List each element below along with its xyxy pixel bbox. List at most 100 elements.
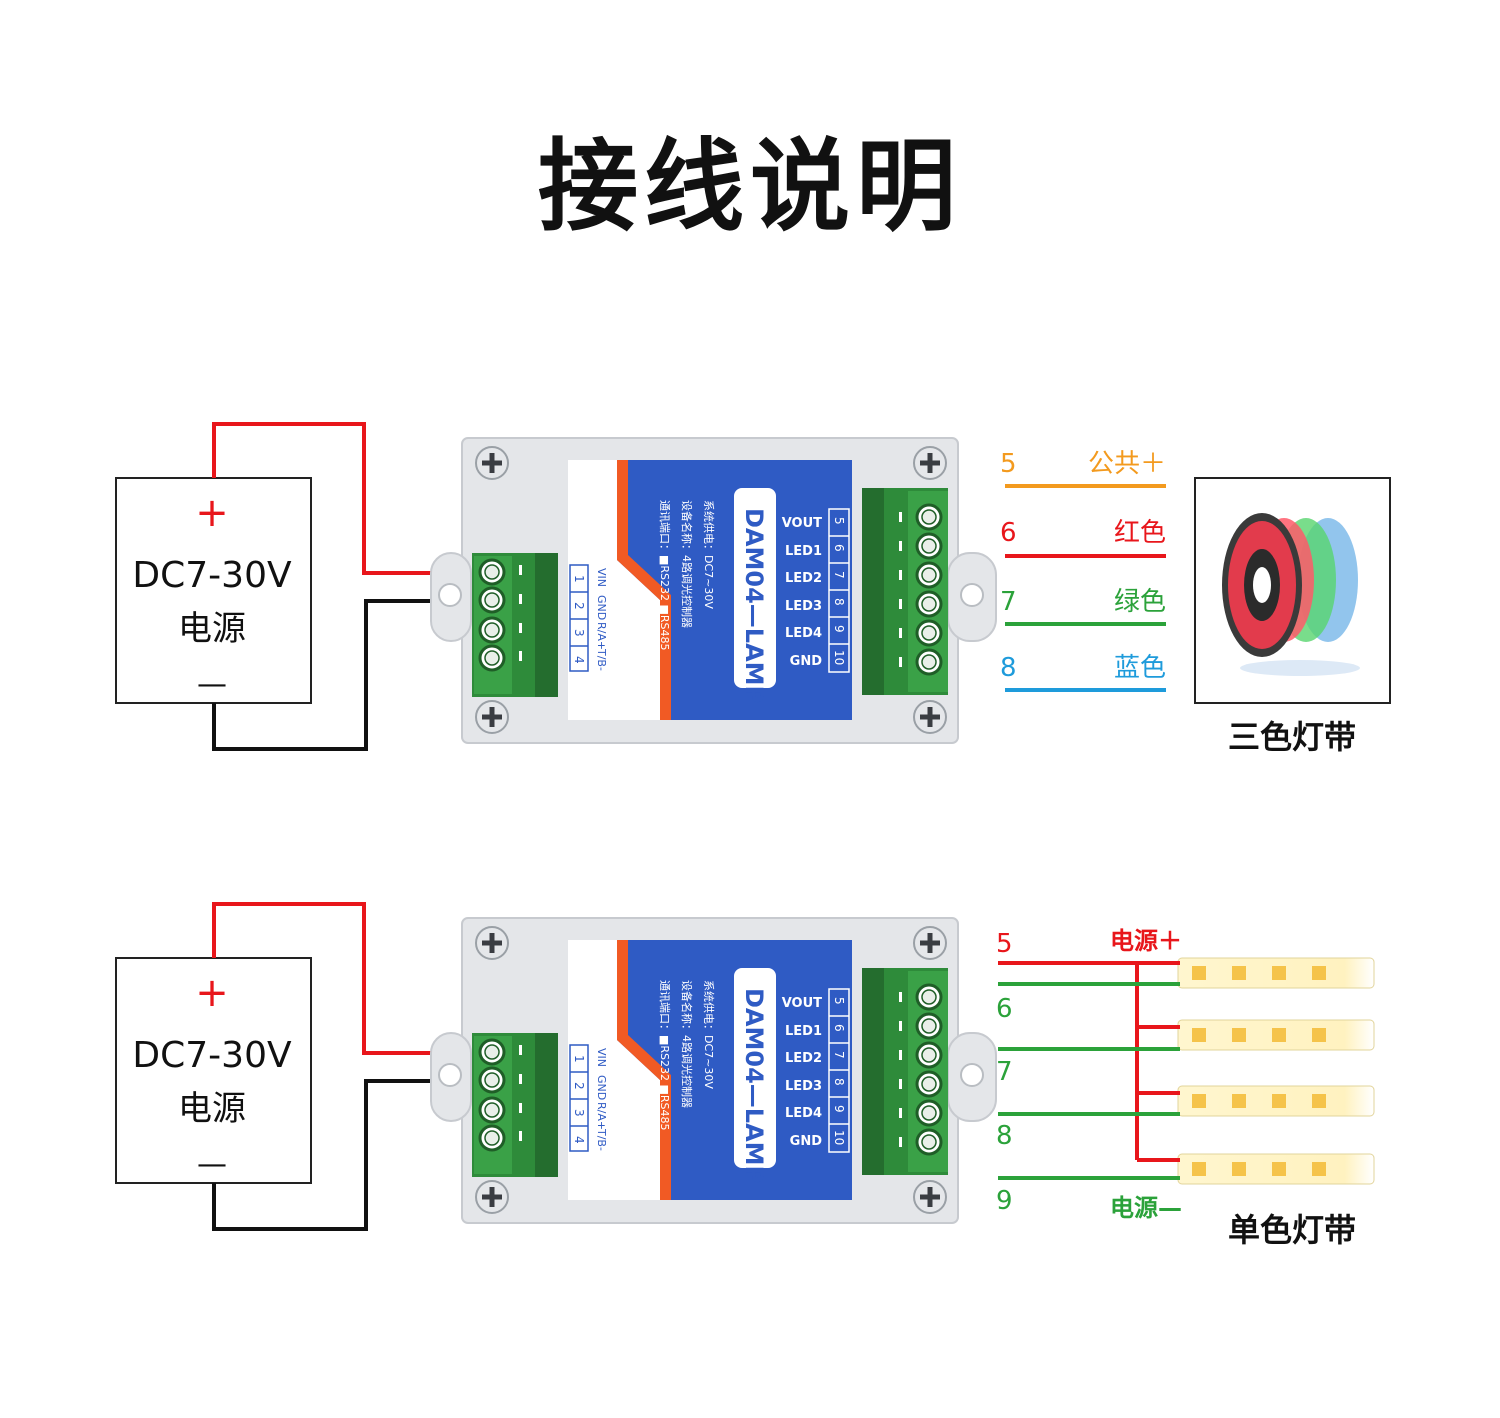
wire-label: 公共＋: [1088, 449, 1166, 479]
input-label: R/A+: [595, 1102, 608, 1130]
negative-wire: [212, 1079, 491, 1231]
negative-wire: [212, 599, 491, 751]
input-label: GND: [595, 595, 608, 620]
module-info-line: 通讯端口：■RS232 ■RS485: [658, 980, 671, 1131]
input-label: T/B-: [595, 648, 608, 671]
output-number: 7: [832, 1051, 846, 1059]
terminal-screw-icon: [915, 1012, 943, 1040]
module-info-line: 设备名称：4路调光控制器: [680, 500, 694, 628]
wire-number: 6: [1000, 518, 1017, 548]
power-supply-box: + DC7-30V 电源 —: [115, 957, 312, 1184]
power-supply-box: + DC7-30V 电源 —: [115, 477, 312, 704]
terminal-screw-icon: [915, 532, 943, 560]
output-number: 6: [832, 1024, 846, 1032]
wire-number: 6: [996, 994, 1013, 1024]
output-number: 8: [832, 1078, 846, 1086]
output-number: 10: [832, 1130, 846, 1145]
output-label: VOUT: [782, 996, 822, 1011]
power-voltage-label: DC7-30V: [132, 1035, 292, 1076]
input-number: 1: [572, 1055, 586, 1063]
wire-number: 7: [996, 1057, 1013, 1087]
module-info-line: 设备名称：4路调光控制器: [680, 980, 694, 1108]
output-label: LED2: [785, 1051, 822, 1066]
terminal-screw-icon: [478, 616, 506, 644]
screw-icon: [475, 926, 509, 960]
positive-wire: [212, 422, 491, 575]
output-label: LED3: [785, 599, 822, 614]
terminal-screw-icon: [478, 1124, 506, 1152]
terminal-screw-icon: [915, 561, 943, 589]
output-label: GND: [790, 1134, 823, 1149]
output-number: 6: [832, 544, 846, 552]
input-label: R/A+: [595, 622, 608, 650]
controller-module: DAM04—LAMP 系统供电：DC7~30V 设备名称：4路调光控制器 通讯端…: [430, 437, 997, 744]
input-label: VIN: [595, 1048, 608, 1067]
input-number: 4: [572, 1136, 586, 1144]
output-number: 5: [832, 517, 846, 525]
terminal-screw-icon: [478, 1096, 506, 1124]
screw-icon: [913, 1180, 947, 1214]
output-label: LED1: [785, 1024, 822, 1039]
output-label: LED2: [785, 571, 822, 586]
power-plus-label: 电源＋: [1110, 927, 1182, 955]
rgb-strip-label: 三色灯带: [1228, 718, 1356, 756]
module-info-line: 通讯端口：■RS232 ■RS485: [658, 500, 671, 651]
output-number: 7: [832, 571, 846, 579]
output-label: GND: [790, 654, 823, 669]
module-info-line: 系统供电：DC7~30V: [702, 980, 716, 1089]
input-number: 1: [572, 575, 586, 583]
single-color-wires: 5 6 7 8 9 电源＋ 电源—: [996, 927, 1182, 1222]
rgb-wire-list: 5 公共＋ 6 红色 7 绿色 8 蓝色: [1000, 449, 1166, 692]
screw-icon: [913, 926, 947, 960]
output-label: VOUT: [782, 516, 822, 531]
terminal-screw-icon: [915, 503, 943, 531]
positive-wire: [212, 902, 491, 1055]
wire-label: 蓝色: [1114, 653, 1166, 683]
single-strip-label: 单色灯带: [1228, 1211, 1356, 1249]
output-number: 9: [832, 1105, 846, 1113]
power-minus-symbol: —: [197, 1147, 227, 1182]
module-model-label: DAM04—LAMP: [740, 988, 768, 1183]
output-number: 10: [832, 650, 846, 665]
input-label: GND: [595, 1075, 608, 1100]
wire-number: 8: [1000, 653, 1017, 683]
page-title: 接线说明: [538, 128, 962, 245]
wire-number: 9: [996, 1186, 1013, 1216]
wire-label: 红色: [1114, 518, 1166, 548]
output-label: LED4: [785, 1106, 822, 1121]
terminal-screw-icon: [478, 586, 506, 614]
module-model-label: DAM04—LAMP: [740, 508, 768, 703]
terminal-screw-icon: [915, 1070, 943, 1098]
led-strip-images: [1177, 957, 1375, 1185]
rgb-strip-diagram: + DC7-30V 电源 — DAM04—LAMP 系统供电：D: [115, 422, 1391, 756]
power-plus-symbol: +: [195, 490, 229, 536]
screw-icon: [475, 700, 509, 734]
screw-icon: [913, 700, 947, 734]
module-info-line: 系统供电：DC7~30V: [702, 500, 716, 609]
terminal-screw-icon: [478, 1066, 506, 1094]
single-color-strip-diagram: + DC7-30V 电源 — DAM04—LAMP 系统供电：DC7~30V 设…: [115, 902, 1375, 1249]
input-number: 3: [572, 1109, 586, 1117]
power-plus-symbol: +: [195, 970, 229, 1016]
terminal-screw-icon: [915, 983, 943, 1011]
output-label: LED4: [785, 626, 822, 641]
screw-icon: [475, 446, 509, 480]
wire-number: 5: [996, 929, 1013, 959]
input-label: T/B-: [595, 1128, 608, 1151]
screw-icon: [475, 1180, 509, 1214]
power-minus-label: 电源—: [1110, 1194, 1182, 1222]
input-number: 3: [572, 629, 586, 637]
terminal-screw-icon: [478, 1038, 506, 1066]
power-name-label: 电源: [178, 609, 246, 649]
terminal-screw-icon: [915, 648, 943, 676]
input-label: VIN: [595, 568, 608, 587]
output-number: 5: [832, 997, 846, 1005]
terminal-screw-icon: [915, 590, 943, 618]
input-number: 4: [572, 656, 586, 664]
wire-number: 8: [996, 1121, 1013, 1151]
screw-icon: [913, 446, 947, 480]
terminal-screw-icon: [915, 1128, 943, 1156]
input-number: 2: [572, 1082, 586, 1090]
output-label: LED1: [785, 544, 822, 559]
output-number: 9: [832, 625, 846, 633]
